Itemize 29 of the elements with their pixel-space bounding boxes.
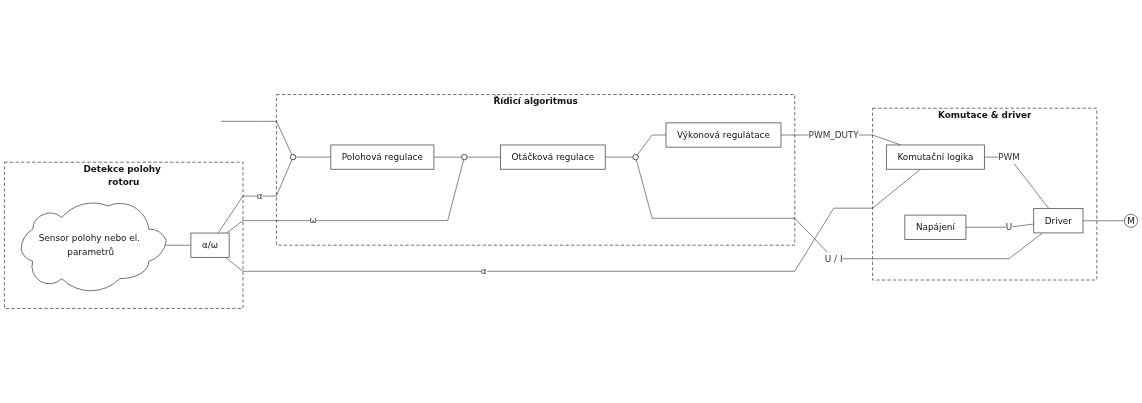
- edge-label: U: [1005, 221, 1013, 233]
- connector: [226, 159, 464, 234]
- connector: [225, 169, 921, 272]
- node-box: Komutační logika: [885, 144, 985, 170]
- node-circle: [632, 153, 639, 161]
- edge-label: ω: [309, 215, 317, 226]
- node-circle: M: [1124, 213, 1138, 228]
- connector: [220, 121, 293, 155]
- connector: [217, 159, 293, 234]
- connector: [433, 156, 462, 158]
- connector: [295, 156, 332, 158]
- edge-label: PWM_DUTY: [808, 129, 859, 140]
- edge-label: PWM: [998, 151, 1020, 163]
- node-circle: [289, 153, 297, 161]
- connector: [604, 156, 634, 158]
- node-box: Polohová regulace: [330, 144, 435, 170]
- edge-label: α: [256, 190, 263, 202]
- connector: [636, 159, 1043, 260]
- node-circle: [461, 153, 468, 161]
- node-box: Otáčková regulace: [500, 144, 606, 170]
- node-box: Napájení: [904, 214, 967, 240]
- node-box: Driver: [1033, 208, 1084, 234]
- edge-label: U / I: [824, 253, 843, 264]
- connector: [1082, 220, 1125, 222]
- node-box: α/ω: [190, 232, 230, 258]
- connector: [637, 134, 667, 156]
- node-box: Výkonová regulátace: [665, 122, 782, 148]
- edge-label: α: [480, 265, 487, 277]
- connector: [466, 156, 501, 158]
